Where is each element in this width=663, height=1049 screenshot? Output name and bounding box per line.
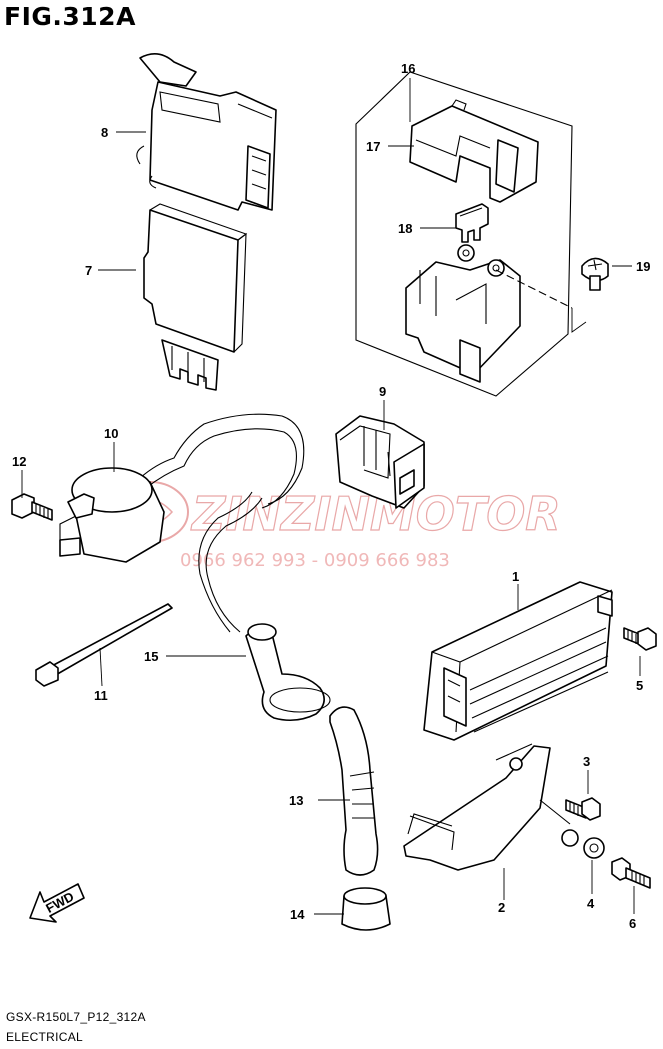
model-code: GSX-R150L7_P12_312A [6, 1010, 146, 1024]
label-13: 13 [289, 793, 303, 808]
label-18: 18 [398, 221, 412, 236]
ht-lead [198, 491, 263, 633]
part-13-plug-boot[interactable] [329, 706, 379, 876]
label-12: 12 [12, 454, 26, 469]
label-5: 5 [636, 678, 643, 693]
label-3: 3 [583, 754, 590, 769]
label-6: 6 [629, 916, 636, 931]
part-19-screw[interactable] [581, 257, 609, 291]
label-10: 10 [104, 426, 118, 441]
label-16: 16 [401, 61, 415, 76]
part-6-bolt[interactable] [611, 857, 651, 889]
part-7-ecm[interactable] [143, 203, 248, 391]
fwd-label: FWD [43, 889, 76, 916]
part-10-ignition-coil[interactable] [59, 413, 305, 563]
part-labels: 8 7 16 17 18 19 9 10 12 11 15 1 5 3 13 2… [12, 61, 650, 931]
label-7: 7 [85, 263, 92, 278]
label-17: 17 [366, 139, 380, 154]
watermark-phone: 0966 962 993 - 0909 666 983 [180, 550, 450, 571]
label-4: 4 [587, 896, 595, 911]
figure-title: FIG.312A [4, 2, 136, 31]
fwd-arrow: FWD [29, 883, 85, 923]
leader-lines [21, 78, 641, 915]
label-8: 8 [101, 125, 108, 140]
part-8-cover[interactable] [136, 53, 277, 211]
label-15: 15 [144, 649, 158, 664]
label-9: 9 [379, 384, 386, 399]
label-11: 11 [94, 688, 108, 703]
watermark: ZINZINMOTOR 0966 962 993 - 0909 666 983 [111, 481, 561, 571]
part-1-regulator[interactable] [423, 581, 613, 741]
part-9-connector[interactable] [335, 415, 425, 509]
part-14-rubber-cap[interactable] [341, 887, 391, 931]
part-15-plug-cap[interactable] [245, 623, 331, 722]
label-1: 1 [512, 569, 519, 584]
part-5-bolt[interactable] [623, 627, 657, 651]
part-2-bracket[interactable] [403, 743, 579, 871]
label-2: 2 [498, 900, 505, 915]
part-11-cable-tie[interactable] [35, 603, 173, 687]
part-4-washer[interactable] [583, 837, 605, 859]
section-name: ELECTRICAL [6, 1030, 84, 1044]
part-3-bolt[interactable] [565, 797, 601, 821]
part-16-relay-assembly[interactable] [355, 71, 587, 397]
label-14: 14 [290, 907, 305, 922]
part-12-bolt[interactable] [11, 493, 53, 521]
label-19: 19 [636, 259, 650, 274]
